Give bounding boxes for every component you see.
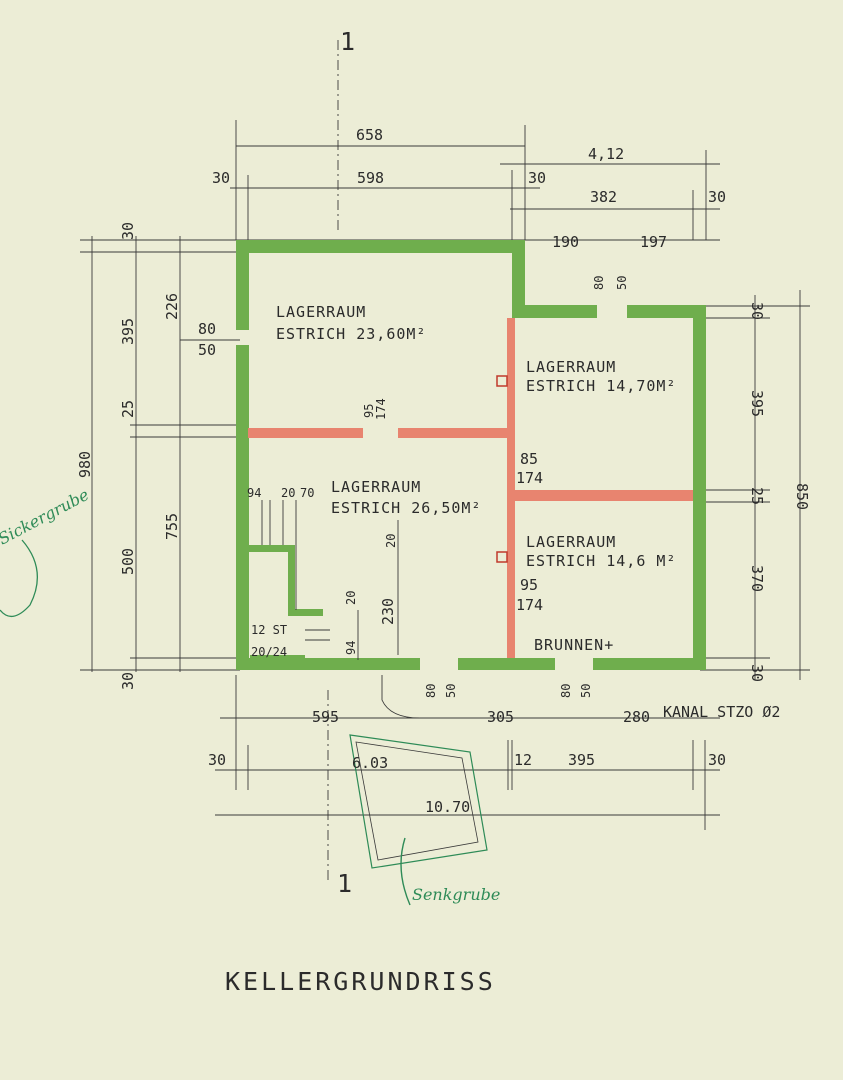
svg-text:595: 595 [312,708,339,726]
section-marker-top: 1 [340,27,358,56]
staircase [261,500,399,660]
room-4-name: LAGERRAUM [526,533,616,551]
room-2-name: LAGERRAUM [526,358,616,376]
room-3: LAGERRAUM ESTRICH 26,50M² [331,478,481,517]
pit-size-label: 10.70 [425,798,470,816]
svg-text:305: 305 [487,708,514,726]
svg-text:80: 80 [559,684,573,698]
svg-text:370: 370 [748,565,766,592]
svg-text:658: 658 [356,126,383,144]
svg-text:174: 174 [516,469,543,487]
svg-text:30: 30 [748,302,766,320]
drawing-title: KELLERGRUNDRISS [225,967,496,996]
svg-text:230: 230 [379,598,397,625]
svg-text:197: 197 [640,233,667,251]
room-4: LAGERRAUM ESTRICH 14,6 M² [526,533,676,570]
svg-text:25: 25 [119,400,137,418]
room-3-name: LAGERRAUM [331,478,421,496]
svg-text:190: 190 [552,233,579,251]
svg-text:50: 50 [198,341,216,359]
room-2: LAGERRAUM ESTRICH 14,70M² [526,358,676,395]
svg-text:25: 25 [748,487,766,505]
svg-text:94: 94 [247,486,261,500]
pit-width-label: 6.03 [352,754,388,772]
svg-text:30: 30 [708,188,726,206]
interior-partitions [248,318,693,658]
svg-text:382: 382 [590,188,617,206]
top-dimensions: 658 4,12 30 598 30 382 30 190 197 [212,126,726,251]
svg-text:94: 94 [344,641,358,655]
svg-text:30: 30 [119,672,137,690]
svg-text:598: 598 [357,169,384,187]
left-dimensions: 30 226 395 80 50 25 980 500 755 30 [76,222,216,690]
svg-text:20: 20 [344,591,358,605]
wall-openings [420,305,627,670]
room-4-floor: ESTRICH 14,6 M² [526,552,676,570]
svg-text:174: 174 [516,596,543,614]
svg-text:395: 395 [568,751,595,769]
svg-text:30: 30 [212,169,230,187]
svg-text:226: 226 [163,293,181,320]
svg-text:50: 50 [444,684,458,698]
senkgrube-note: Senkgrube [412,885,500,904]
svg-text:80: 80 [424,684,438,698]
svg-text:20: 20 [281,486,295,500]
svg-text:30: 30 [748,664,766,682]
svg-text:500: 500 [119,548,137,575]
svg-text:30: 30 [528,169,546,187]
svg-text:4,12: 4,12 [588,145,624,163]
svg-text:395: 395 [748,390,766,417]
svg-text:85: 85 [520,450,538,468]
brunnen-label: BRUNNEN+ [534,636,614,654]
svg-text:280: 280 [623,708,650,726]
septic-pit-sketch: 6.03 10.70 Senkgrube [349,734,500,906]
right-dimensions: 30 395 25 850 370 30 [748,302,811,682]
svg-text:70: 70 [300,486,314,500]
room-1-floor: ESTRICH 23,60M² [276,325,426,343]
kanal-label: KANAL STZO Ø2 [663,703,780,721]
svg-text:20: 20 [384,534,398,548]
svg-text:980: 980 [76,451,94,478]
svg-text:395: 395 [119,318,137,345]
svg-text:30: 30 [119,222,137,240]
svg-text:50: 50 [579,684,593,698]
svg-text:755: 755 [163,513,181,540]
bottom-dimensions: 595 305 280 30 12 395 30 [208,708,726,769]
svg-text:850: 850 [793,483,811,510]
svg-text:30: 30 [708,751,726,769]
room-1-name: LAGERRAUM [276,303,366,321]
room-2-floor: ESTRICH 14,70M² [526,377,676,395]
svg-text:95: 95 [362,404,376,418]
room-3-floor: ESTRICH 26,50M² [331,499,481,517]
section-marker-bottom: 1 [337,869,355,898]
svg-text:95: 95 [520,576,538,594]
svg-text:50: 50 [615,276,629,290]
stairs-count-label: 12 ST [251,623,287,637]
svg-text:174: 174 [374,398,388,420]
svg-text:12: 12 [514,751,532,769]
interior-dimensions: 95 174 85 174 95 174 94 20 70 20 230 20 … [247,276,629,698]
room-1: LAGERRAUM ESTRICH 23,60M² [276,303,426,343]
svg-text:80: 80 [592,276,606,290]
svg-text:30: 30 [208,751,226,769]
svg-text:80: 80 [198,320,216,338]
stairs-ratio-label: 20/24 [251,645,287,659]
